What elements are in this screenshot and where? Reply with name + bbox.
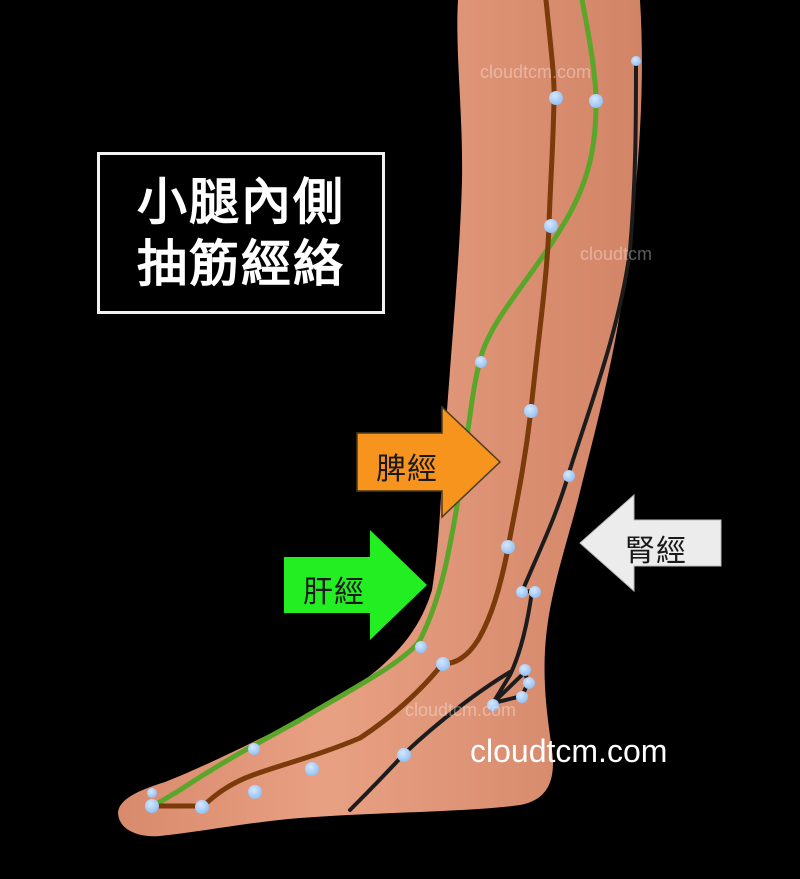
spleen-label: 脾經 bbox=[376, 452, 438, 487]
title-box: 小腿內側 抽筋經絡 bbox=[97, 152, 385, 314]
watermark-faint: cloudtcm.com bbox=[405, 700, 517, 720]
title-line-1: 小腿內側 bbox=[137, 173, 345, 231]
watermark-main: cloudtcm.com bbox=[470, 733, 668, 769]
spleen-arrow bbox=[356, 405, 502, 519]
watermark-faint: cloudtcm bbox=[580, 244, 653, 264]
watermark-faint: cloudtcm.com bbox=[480, 62, 592, 82]
liver-arrow bbox=[284, 530, 427, 640]
leg-shape bbox=[118, 0, 642, 837]
liver-label: 肝經 bbox=[303, 575, 365, 610]
title-line-2: 抽筋經絡 bbox=[137, 235, 345, 293]
kidney-arrow bbox=[579, 493, 722, 593]
acupoint-markers bbox=[145, 56, 641, 814]
kidney-label: 腎經 bbox=[625, 534, 687, 569]
